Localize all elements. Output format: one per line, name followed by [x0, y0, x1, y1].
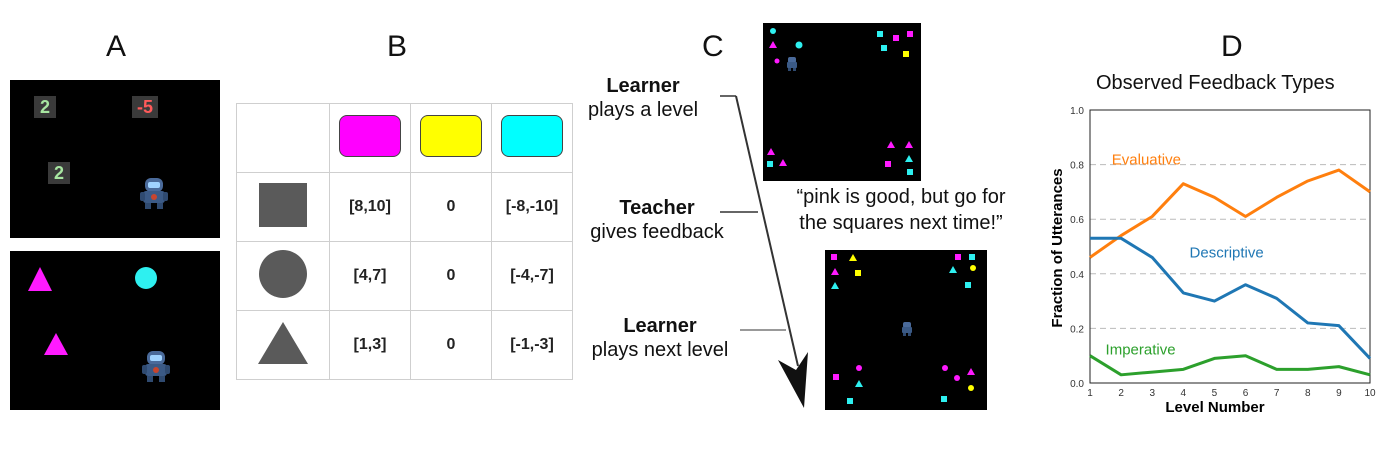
table-row: [1,3] 0 [-1,-3] — [236, 310, 573, 380]
y-tick-label: 0.2 — [1070, 324, 1084, 335]
reward-table: [8,10] 0 [-8,-10] [4,7] 0 [-4,-7] [1,3] … — [236, 103, 573, 380]
plot-frame — [1089, 109, 1371, 384]
game-screen-shapes — [10, 251, 220, 410]
level-objects — [831, 254, 976, 404]
chart-series — [1089, 168, 1372, 377]
shape-cell — [236, 172, 330, 242]
y-axis-label: Fraction of Utterances — [1049, 168, 1066, 327]
robot-icon — [140, 178, 168, 209]
x-tick-label: 9 — [1336, 388, 1342, 399]
x-tick-label: 4 — [1181, 388, 1187, 399]
x-tick-label: 6 — [1243, 388, 1249, 399]
x-tick-label: 3 — [1149, 388, 1155, 399]
game-shapes — [28, 267, 157, 355]
robot-icon — [142, 351, 170, 382]
chart-title: Observed Feedback Types — [1096, 72, 1335, 94]
circle-object — [135, 267, 157, 289]
square-shape-icon — [259, 182, 307, 227]
magenta-swatch — [339, 114, 401, 157]
cyan-swatch — [501, 114, 563, 157]
series-line-evaluative — [1089, 168, 1371, 259]
color-header — [329, 103, 411, 173]
x-tick-label: 8 — [1305, 388, 1311, 399]
panel-label-d: D — [1221, 30, 1243, 63]
panel-label-c: C — [702, 30, 724, 63]
chart-axes — [1089, 109, 1371, 384]
yellow-swatch — [420, 114, 482, 157]
y-tick-label: 0.0 — [1070, 379, 1084, 390]
x-tick-label: 7 — [1274, 388, 1280, 399]
table-row: [8,10] 0 [-8,-10] — [236, 172, 573, 242]
reward-tile: 2 — [48, 162, 70, 184]
level-screen-2 — [825, 250, 987, 410]
y-tick-label: 0.8 — [1070, 161, 1084, 172]
value-cell: [-1,-3] — [491, 310, 573, 380]
x-tick-label: 5 — [1212, 388, 1218, 399]
x-tick-label: 1 — [1087, 388, 1093, 399]
panel-label-a: A — [106, 30, 127, 63]
reward-tile: 2 — [34, 96, 56, 118]
table-corner-cell — [236, 103, 330, 173]
triangle-object — [28, 267, 52, 291]
value-cell: 0 — [410, 241, 492, 311]
value-cell: [1,3] — [329, 310, 411, 380]
flow-arrow — [720, 95, 808, 408]
series-label: Imperative — [1106, 341, 1176, 358]
triangle-shape-icon — [258, 321, 308, 364]
value-cell: 0 — [410, 172, 492, 242]
chart-ticks: 0.0 0.2 0.4 0.6 0.8 1.0 1 2 3 4 5 6 7 8 9 10 — [1070, 106, 1376, 399]
table-row: [4,7] 0 [-4,-7] — [236, 241, 573, 311]
level-objects — [767, 28, 913, 175]
panel-label-b: B — [387, 30, 408, 63]
reward-tile: -5 — [132, 96, 158, 118]
series-label: Evaluative — [1112, 152, 1181, 169]
value-cell: [-4,-7] — [491, 241, 573, 311]
circle-shape-icon — [259, 249, 307, 298]
color-header — [410, 103, 492, 173]
x-tick-label: 2 — [1118, 388, 1124, 399]
y-tick-label: 1.0 — [1070, 106, 1084, 117]
x-tick-label: 10 — [1364, 388, 1376, 399]
series-label: Descriptive — [1190, 244, 1264, 261]
y-tick-label: 0.4 — [1070, 270, 1084, 281]
game-screen-numbers: 2 -5 2 — [10, 80, 220, 238]
value-cell: [4,7] — [329, 241, 411, 311]
chart-grid — [1090, 109, 1370, 329]
value-cell: 0 — [410, 310, 492, 380]
shape-cell — [236, 310, 330, 380]
value-cell: [8,10] — [329, 172, 411, 242]
series-line-descriptive — [1090, 236, 1372, 360]
level-screen-1 — [763, 23, 921, 181]
feedback-line-chart: 0.0 0.2 0.4 0.6 0.8 1.0 1 2 3 4 5 6 7 8 9 10 Evaluative… — [1049, 106, 1376, 416]
series-line-imperative — [1089, 354, 1371, 377]
color-header — [491, 103, 573, 173]
table-header-row — [236, 103, 573, 173]
y-tick-label: 0.6 — [1070, 215, 1084, 226]
x-axis-label: Level Number — [1165, 399, 1264, 416]
value-cell: [-8,-10] — [491, 172, 573, 242]
triangle-object — [44, 333, 68, 355]
shape-cell — [236, 241, 330, 311]
